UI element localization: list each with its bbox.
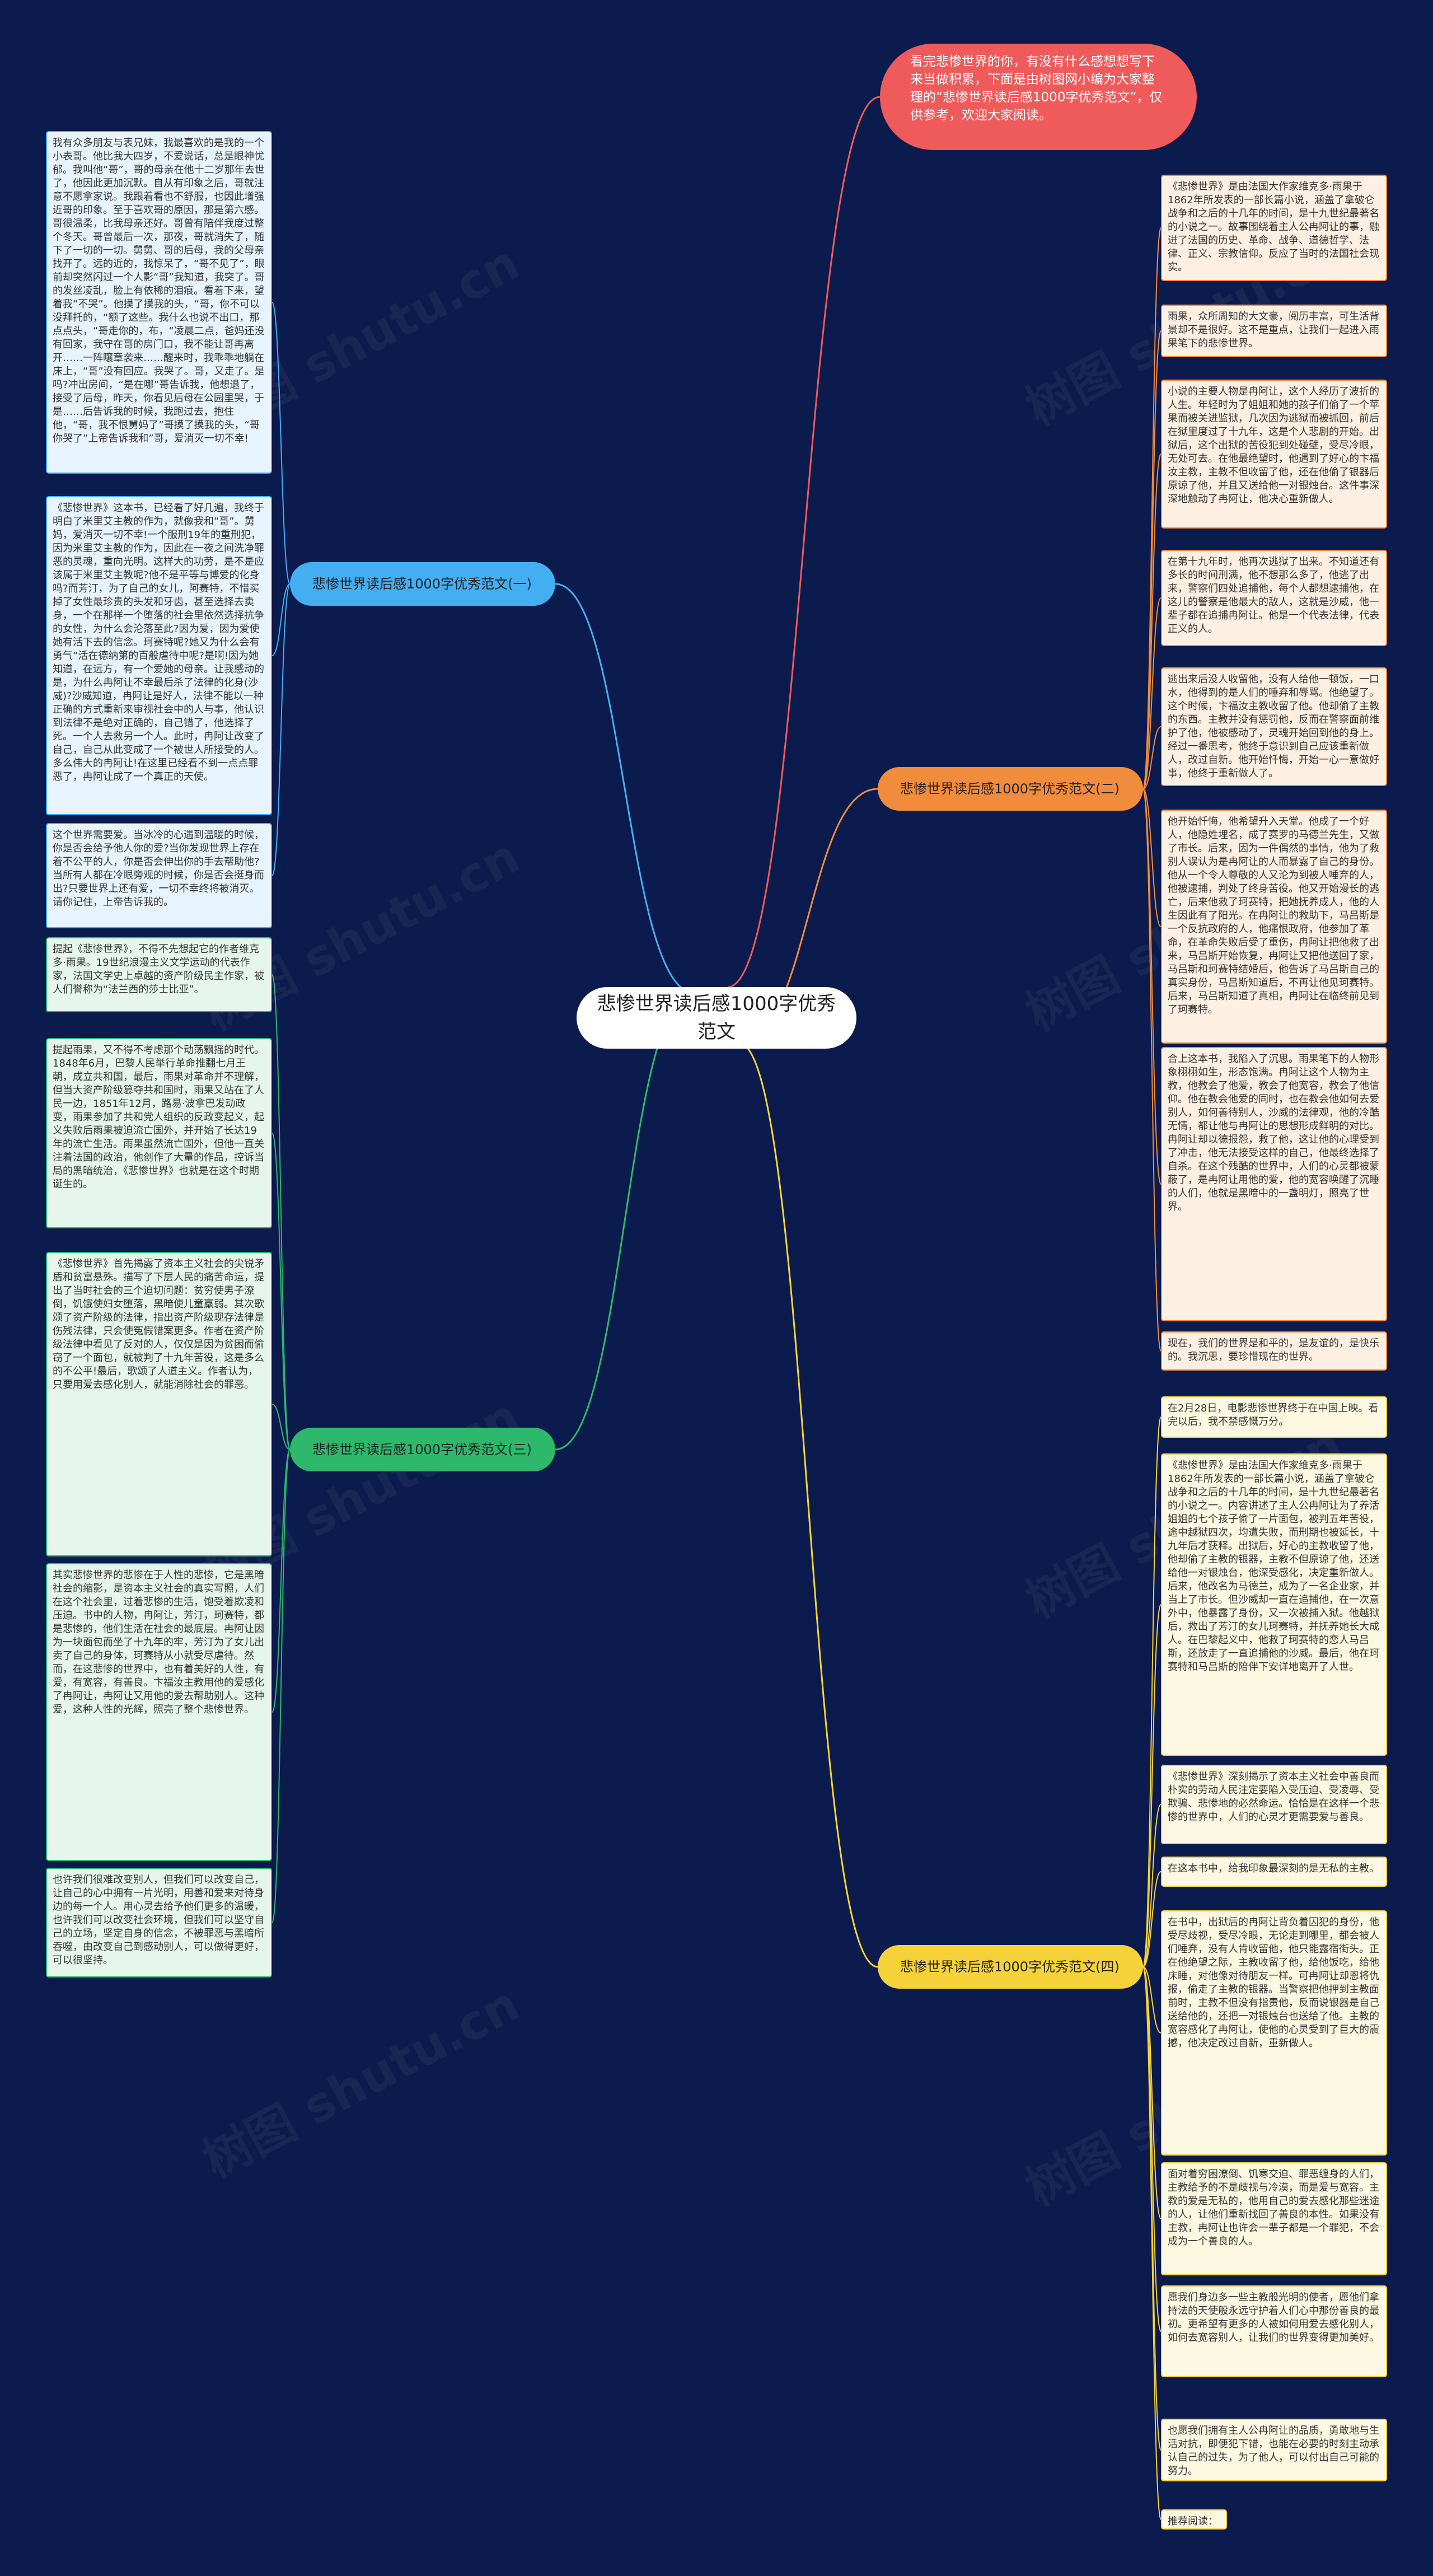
connector-leaf-2-3: [1142, 454, 1162, 789]
leaf-node-3-2[interactable]: 提起雨果，又不得不考虑那个动荡飘摇的时代。1848年6月，巴黎人民举行革命推翻七…: [46, 1038, 272, 1228]
central-topic[interactable]: 悲惨世界读后感1000字优秀范文: [577, 987, 856, 1049]
leaf-node-3-1[interactable]: 提起《悲惨世界》，不得不先想起它的作者维克多·雨果。19世纪浪漫主义文学运动的代…: [46, 937, 272, 1012]
leaf-node-2-7[interactable]: 合上这本书，我陷入了沉思。雨果笔下的人物形象栩栩如生，形态饱满。冉阿让这个人物为…: [1161, 1047, 1387, 1321]
connector-leaf-2-2: [1142, 330, 1162, 789]
leaf-node-3-4[interactable]: 其实悲惨世界的悲惨在于人性的悲惨，它是黑暗社会的缩影，是资本主义社会的真实写照，…: [46, 1563, 272, 1861]
leaf-node-2-2[interactable]: 雨果，众所周知的大文豪，阅历丰富，可生活背景却不是很好。这不是重点，让我们一起进…: [1161, 305, 1387, 357]
branch-node-1[interactable]: 悲惨世界读后感1000字优秀范文(一): [290, 562, 555, 606]
connector-leaf-2-5: [1142, 726, 1162, 789]
connector-leaf-4-1: [1142, 1416, 1162, 1967]
connector-leaf-3-4: [271, 1449, 291, 1713]
leaf-node-4-2[interactable]: 《悲惨世界》是由法国大作家维克多·雨果于1862年所发表的一部长篇小说，涵盖了拿…: [1161, 1453, 1387, 1756]
connector-leaf-2-4: [1142, 597, 1162, 789]
connector-leaf-2-8: [1142, 788, 1162, 1352]
connector-leaf-1-1: [271, 302, 291, 585]
leaf-node-1-1[interactable]: 我有众多朋友与表兄妹，我最喜欢的是我的一个小表哥。他比我大四岁，不爱说话，总是眼…: [46, 131, 272, 474]
connector-leaf-2-7: [1142, 788, 1162, 1185]
connector-branch-1: [555, 583, 695, 994]
leaf-node-1-3[interactable]: 这个世界需要爱。当冰冷的心遇到温暖的时候，你是否会给予他人你的爱?当你发现世界上…: [46, 823, 272, 928]
leaf-node-2-1[interactable]: 《悲惨世界》是由法国大作家维克多·雨果于1862年所发表的一部长篇小说，涵盖了拿…: [1161, 175, 1387, 281]
connector-leaf-4-3: [1142, 1804, 1162, 1967]
connector-leaf-3-3: [271, 1404, 291, 1450]
leaf-node-2-8[interactable]: 现在，我们的世界是和平的，是友谊的，是快乐的。我沉思，要珍惜现在的世界。: [1161, 1331, 1387, 1371]
connector-leaf-3-2: [271, 1133, 291, 1450]
connector-leaf-1-2: [271, 583, 291, 656]
intro-node[interactable]: 看完悲惨世界的你，有没有什么感想想写下来当做积累，下面是由树图网小编为大家整理的…: [880, 44, 1197, 150]
leaf-node-3-5[interactable]: 也许我们很难改变别人，但我们可以改变自己，让自己的心中拥有一片光明，用善和爱来对…: [46, 1868, 272, 1977]
connector-leaf-2-6: [1142, 788, 1162, 927]
leaf-node-3-3[interactable]: 《悲惨世界》首先揭露了资本主义社会的尖锐矛盾和贫富悬殊。描写了下层人民的痛苦命运…: [46, 1252, 272, 1556]
leaf-node-2-3[interactable]: 小说的主要人物是冉阿让，这个人经历了波折的人生。年轻时为了姐姐和她的孩子们偷了一…: [1161, 380, 1387, 529]
leaf-node-4-3[interactable]: 《悲惨世界》深刻揭示了资本主义社会中善良而朴实的劳动人民注定要陷入受压迫、受凌辱…: [1161, 1765, 1387, 1844]
leaf-node-1-2[interactable]: 《悲惨世界》这本书，已经看了好几遍，我终于明白了米里艾主教的作为，就像我和“哥”…: [46, 496, 272, 815]
connector-branch-3: [555, 992, 695, 1451]
leaf-node-4-4[interactable]: 在这本书中，给我印象最深刻的是无私的主教。: [1161, 1857, 1387, 1887]
connector-leaf-3-1: [271, 974, 291, 1450]
leaf-node-2-5[interactable]: 逃出来后没人收留他，没有人给他一顿饭，一口水，他得到的是人们的唾弃和辱骂。他绝望…: [1161, 667, 1387, 786]
connector-leaf-4-6: [1142, 1966, 1162, 2219]
connector-leaf-4-4: [1142, 1871, 1162, 1967]
branch-node-2[interactable]: 悲惨世界读后感1000字优秀范文(二): [878, 767, 1143, 811]
leaf-node-4-5[interactable]: 在书中，出狱后的冉阿让背负着囚犯的身份，他受尽歧视，受尽冷眼，无论走到哪里，都会…: [1161, 1910, 1387, 2156]
leaf-node-2-6[interactable]: 他开始忏悔，他希望升入天堂。他成了一个好人，他隐姓埋名，成了赛罗的马德兰先生，又…: [1161, 810, 1387, 1044]
connector-leaf-4-9: [1142, 1966, 1162, 2520]
connector-leaf-3-5: [271, 1449, 291, 1923]
leaf-node-4-6[interactable]: 面对着穷困潦倒、饥寒交迫、罪恶缠身的人们，主教给予的不是歧视与冷漠，而是爱与宽容…: [1161, 2162, 1387, 2275]
branch-node-4[interactable]: 悲惨世界读后感1000字优秀范文(四): [878, 1945, 1143, 1989]
leaf-node-2-4[interactable]: 在第十九年时，他再次逃狱了出来。不知道还有多长的时间刑满，他不想那么多了，他逃了…: [1161, 550, 1387, 646]
connector-leaf-1-3: [271, 583, 291, 876]
leaf-node-4-9[interactable]: 推荐阅读：: [1161, 2509, 1227, 2530]
connector-branch-4: [738, 1042, 878, 1968]
leaf-node-4-8[interactable]: 也愿我们拥有主人公冉阿让的品质，勇敢地与生活对抗，即便犯下错，也能在必要的时刻主…: [1161, 2419, 1387, 2481]
leaf-node-4-1[interactable]: 在2月28日，电影悲惨世界终于在中国上映。看完以后，我不禁感慨万分。: [1161, 1396, 1387, 1438]
connector-leaf-4-2: [1142, 1604, 1162, 1967]
branch-node-3[interactable]: 悲惨世界读后感1000字优秀范文(三): [290, 1428, 555, 1471]
connector-leaf-4-5: [1142, 1966, 1162, 2033]
leaf-node-4-7[interactable]: 愿我们身边多一些主教般光明的使者，愿他们拿持法的天使般永远守护着人们心中那份善良…: [1161, 2285, 1387, 2377]
connector-intro: [727, 96, 881, 988]
